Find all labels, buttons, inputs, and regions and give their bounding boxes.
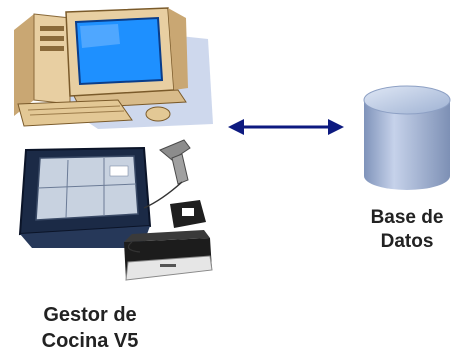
pos-system-label-line2: Cocina V5: [41, 330, 139, 352]
desktop-pc-icon: [8, 4, 218, 134]
database-label-line2: Datos: [380, 231, 434, 252]
pos-system-label-line1: Gestor de: [43, 304, 137, 326]
database-label: Base de Datos: [348, 206, 466, 254]
pos-system-label: Gestor de Cocina V5: [10, 302, 170, 354]
database-cylinder-icon: [360, 84, 454, 196]
bidirectional-arrow: [226, 116, 346, 138]
pos-terminal-icon: [12, 130, 222, 290]
database-label-line1: Base de: [370, 207, 444, 228]
